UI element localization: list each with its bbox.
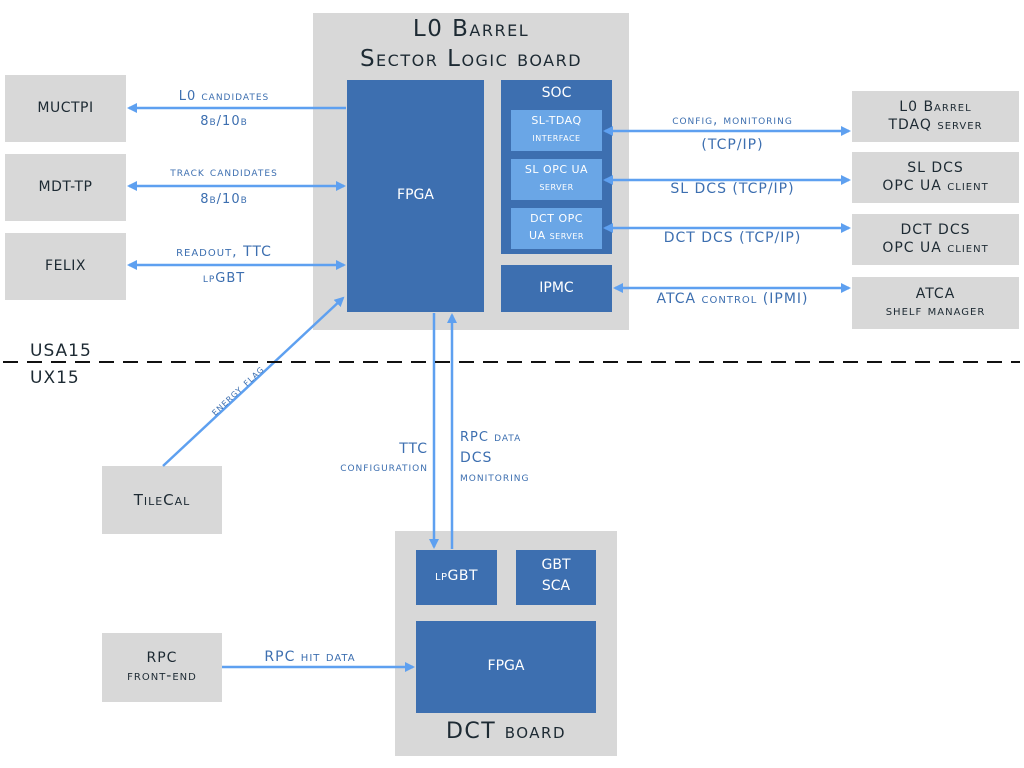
dct-lpgbt-label: lpGBT <box>434 568 479 584</box>
monitoring-label: monitoring <box>460 470 530 485</box>
sl-dcs-opc-ua-client-line1: SL DCS <box>907 160 964 176</box>
dct-lpgbt <box>416 550 497 605</box>
zone-ux15: UX15 <box>30 368 80 388</box>
l0-barrel-tdaq-server-box: L0 Barrel TDAQ server <box>852 91 1019 142</box>
config-tcpip-label: (TCP/IP) <box>701 137 764 153</box>
l0-candidates-encoding: 8b/10b <box>200 114 248 129</box>
sl-opc-ua-server-line2: server <box>539 180 574 193</box>
sl-tdaq-interface-line1: SL-TDAQ <box>531 114 582 127</box>
sl-dcs-label: SL DCS (TCP/IP) <box>670 181 795 197</box>
dct-opc-ua-server-line1: DCT OPC <box>530 212 583 225</box>
felix-label: FELIX <box>45 257 86 274</box>
sl-fpga <box>347 80 484 312</box>
mdt-tp-label: MDT-TP <box>38 178 93 195</box>
zone-usa15: USA15 <box>30 341 92 361</box>
configuration-label: configuration <box>340 460 428 475</box>
l0-candidates-label: L0 candidates <box>178 89 270 104</box>
dct-dcs-opc-ua-client-line1: DCT DCS <box>900 222 971 238</box>
dct-dcs-label: DCT DCS (TCP/IP) <box>663 230 802 246</box>
sl-tdaq-interface-line2: interface <box>532 131 581 144</box>
readout-lpgbt-label: lpGBT <box>202 271 246 286</box>
dct-board-title: DCT board <box>445 719 567 744</box>
dct-opc-ua-server-line2: UA server <box>529 229 584 242</box>
atca-shelf-manager-line1: ATCA <box>915 285 956 302</box>
dct-opc-ua-server <box>511 208 602 249</box>
arrow-energy-flag <box>162 296 345 467</box>
track-candidates-encoding: 8b/10b <box>200 192 248 207</box>
dct-dcs-opc-ua-client-box: DCT DCS OPC UA client <box>852 214 1019 265</box>
energy-flag-label: energy flag <box>208 362 267 419</box>
muctpi-box: MUCTPI <box>5 75 126 142</box>
atca-shelf-manager-line2: shelf manager <box>885 303 986 319</box>
dct-fpga-label: FPGA <box>487 658 525 674</box>
config-monitoring-label: config, monitoring <box>672 113 793 128</box>
atca-control-label: ATCA control (IPMI) <box>656 291 809 307</box>
sl-tdaq-interface <box>511 110 602 151</box>
sl-fpga-label: FPGA <box>397 187 434 203</box>
ipmc <box>501 265 612 312</box>
gbt-sca-line1: GBT <box>541 557 571 573</box>
rpc-front-end-box: RPC front-end <box>102 633 222 702</box>
readout-ttc-label: readout, TTC <box>176 244 272 260</box>
sl-dcs-opc-ua-client-box: SL DCS OPC UA client <box>852 152 1019 203</box>
rpc-data-label: RPC data <box>460 430 522 445</box>
ipmc-label: IPMC <box>539 280 574 296</box>
sl-opc-ua-server <box>511 159 602 200</box>
dct-dcs-opc-ua-client-line2: OPC UA client <box>882 239 989 256</box>
mdt-tp-box: MDT-TP <box>5 154 126 221</box>
sl-board-title-line2: Sector Logic board <box>359 46 583 72</box>
rpc-hit-data-label: RPC hit data <box>264 649 356 665</box>
muctpi-label: MUCTPI <box>37 99 94 116</box>
tilecal-label: TileCal <box>133 490 191 509</box>
tilecal-box: TileCal <box>102 466 222 534</box>
sl-dcs-opc-ua-client-line2: OPC UA client <box>882 177 989 194</box>
l0-barrel-tdaq-server-line2: TDAQ server <box>888 116 983 133</box>
gbt-sca <box>516 550 596 605</box>
track-candidates-label: track candidates <box>170 165 278 180</box>
felix-box: FELIX <box>5 233 126 300</box>
rpc-front-end-line1: RPC <box>146 650 178 666</box>
dcs-label: DCS <box>460 450 493 466</box>
dct-fpga <box>416 621 596 713</box>
l0-barrel-tdaq-server-line1: L0 Barrel <box>899 99 972 115</box>
gbt-sca-line2: SCA <box>541 578 571 594</box>
sl-opc-ua-server-line1: SL OPC UA <box>524 163 589 176</box>
soc-label: SOC <box>541 85 572 101</box>
ttc-label: TTC <box>399 441 428 457</box>
atca-shelf-manager-box: ATCA shelf manager <box>852 277 1019 329</box>
rpc-front-end-line2: front-end <box>127 667 197 684</box>
sl-board-title-line1: L0 Barrel <box>412 16 530 42</box>
